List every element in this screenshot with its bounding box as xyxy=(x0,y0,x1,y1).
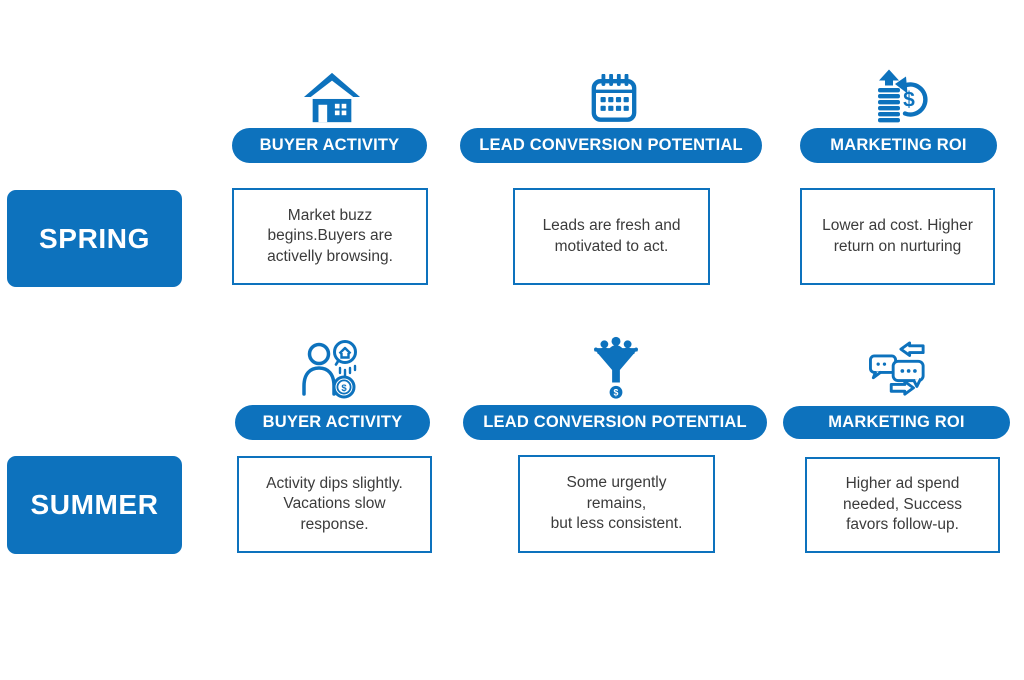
description-summer-lead-conversion: Some urgently remains, but less consiste… xyxy=(518,455,715,553)
description-spring-marketing-roi: Lower ad cost. Higher return on nurturin… xyxy=(800,188,995,285)
people-funnel-dollar-icon: $ xyxy=(593,336,639,400)
buyer-house-money-icon: $ xyxy=(300,340,360,400)
calendar-icon xyxy=(589,74,639,123)
svg-text:$: $ xyxy=(903,89,915,112)
pill-summer-buyer-activity: BUYER ACTIVITY xyxy=(235,405,430,440)
description-summer-marketing-roi: Higher ad spend needed, Success favors f… xyxy=(805,457,1000,553)
pill-summer-marketing-roi: MARKETING ROI xyxy=(783,406,1010,439)
pill-spring-buyer-activity: BUYER ACTIVITY xyxy=(232,128,427,163)
season-label-summer: SUMMER xyxy=(7,456,182,554)
svg-text:$: $ xyxy=(614,388,619,398)
pill-spring-lead-conversion: LEAD CONVERSION POTENTIAL xyxy=(460,128,762,163)
svg-text:$: $ xyxy=(341,383,347,394)
description-summer-buyer-activity: Activity dips slightly. Vacations slow r… xyxy=(237,456,432,553)
description-spring-lead-conversion: Leads are fresh and motivated to act. xyxy=(513,188,710,285)
season-label-spring: SPRING xyxy=(7,190,182,287)
coin-growth-refresh-icon: $ xyxy=(872,69,928,124)
pill-summer-lead-conversion: LEAD CONVERSION POTENTIAL xyxy=(463,405,767,440)
house-icon xyxy=(303,72,361,124)
description-spring-buyer-activity: Market buzz begins.Buyers are activelly … xyxy=(232,188,428,285)
pill-spring-marketing-roi: MARKETING ROI xyxy=(800,128,997,163)
chat-exchange-icon xyxy=(869,341,927,398)
